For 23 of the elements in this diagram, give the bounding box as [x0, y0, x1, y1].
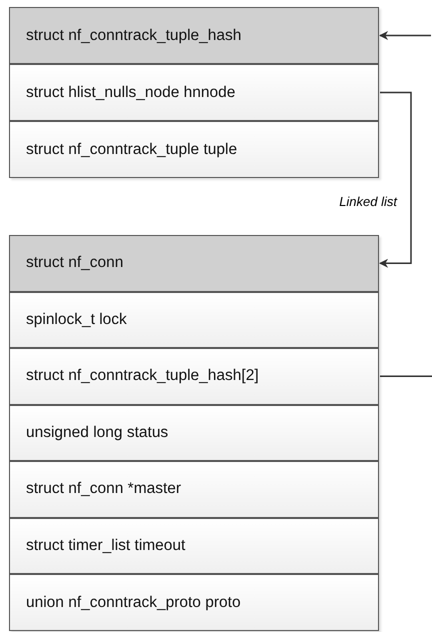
field-text: struct nf_conntrack_tuple tuple: [26, 140, 238, 158]
struct-field-row: [9, 518, 379, 574]
field-text: struct timer_list timeout: [26, 536, 186, 555]
field-text: union nf_conntrack_proto proto: [26, 594, 241, 612]
struct-field-row: [9, 292, 379, 348]
struct-header-row: [9, 235, 379, 292]
struct-field-row: [9, 64, 379, 121]
field-text: struct nf_conntrack_tuple_hash[2]: [26, 367, 259, 386]
field-text: struct nf_conn: [26, 254, 124, 272]
struct-field-row: [9, 461, 379, 518]
struct-header-row: [9, 7, 379, 64]
struct-field-row: [9, 404, 379, 461]
field-text: struct nf_conn *master: [26, 480, 182, 498]
field-text: spinlock_t lock: [26, 310, 127, 329]
connector-arrow: [379, 92, 412, 268]
field-text: struct nf_conntrack_tuple_hash: [26, 26, 242, 44]
field-text: unsigned long status: [26, 424, 168, 442]
struct-field-row: [9, 348, 379, 404]
edge-label: Linked list: [337, 194, 399, 209]
struct-field-row: [9, 574, 379, 631]
struct-field-row: [9, 121, 379, 178]
connector-arrow: [379, 31, 431, 40]
field-text: struct hlist_nulls_node hnnode: [26, 84, 236, 102]
